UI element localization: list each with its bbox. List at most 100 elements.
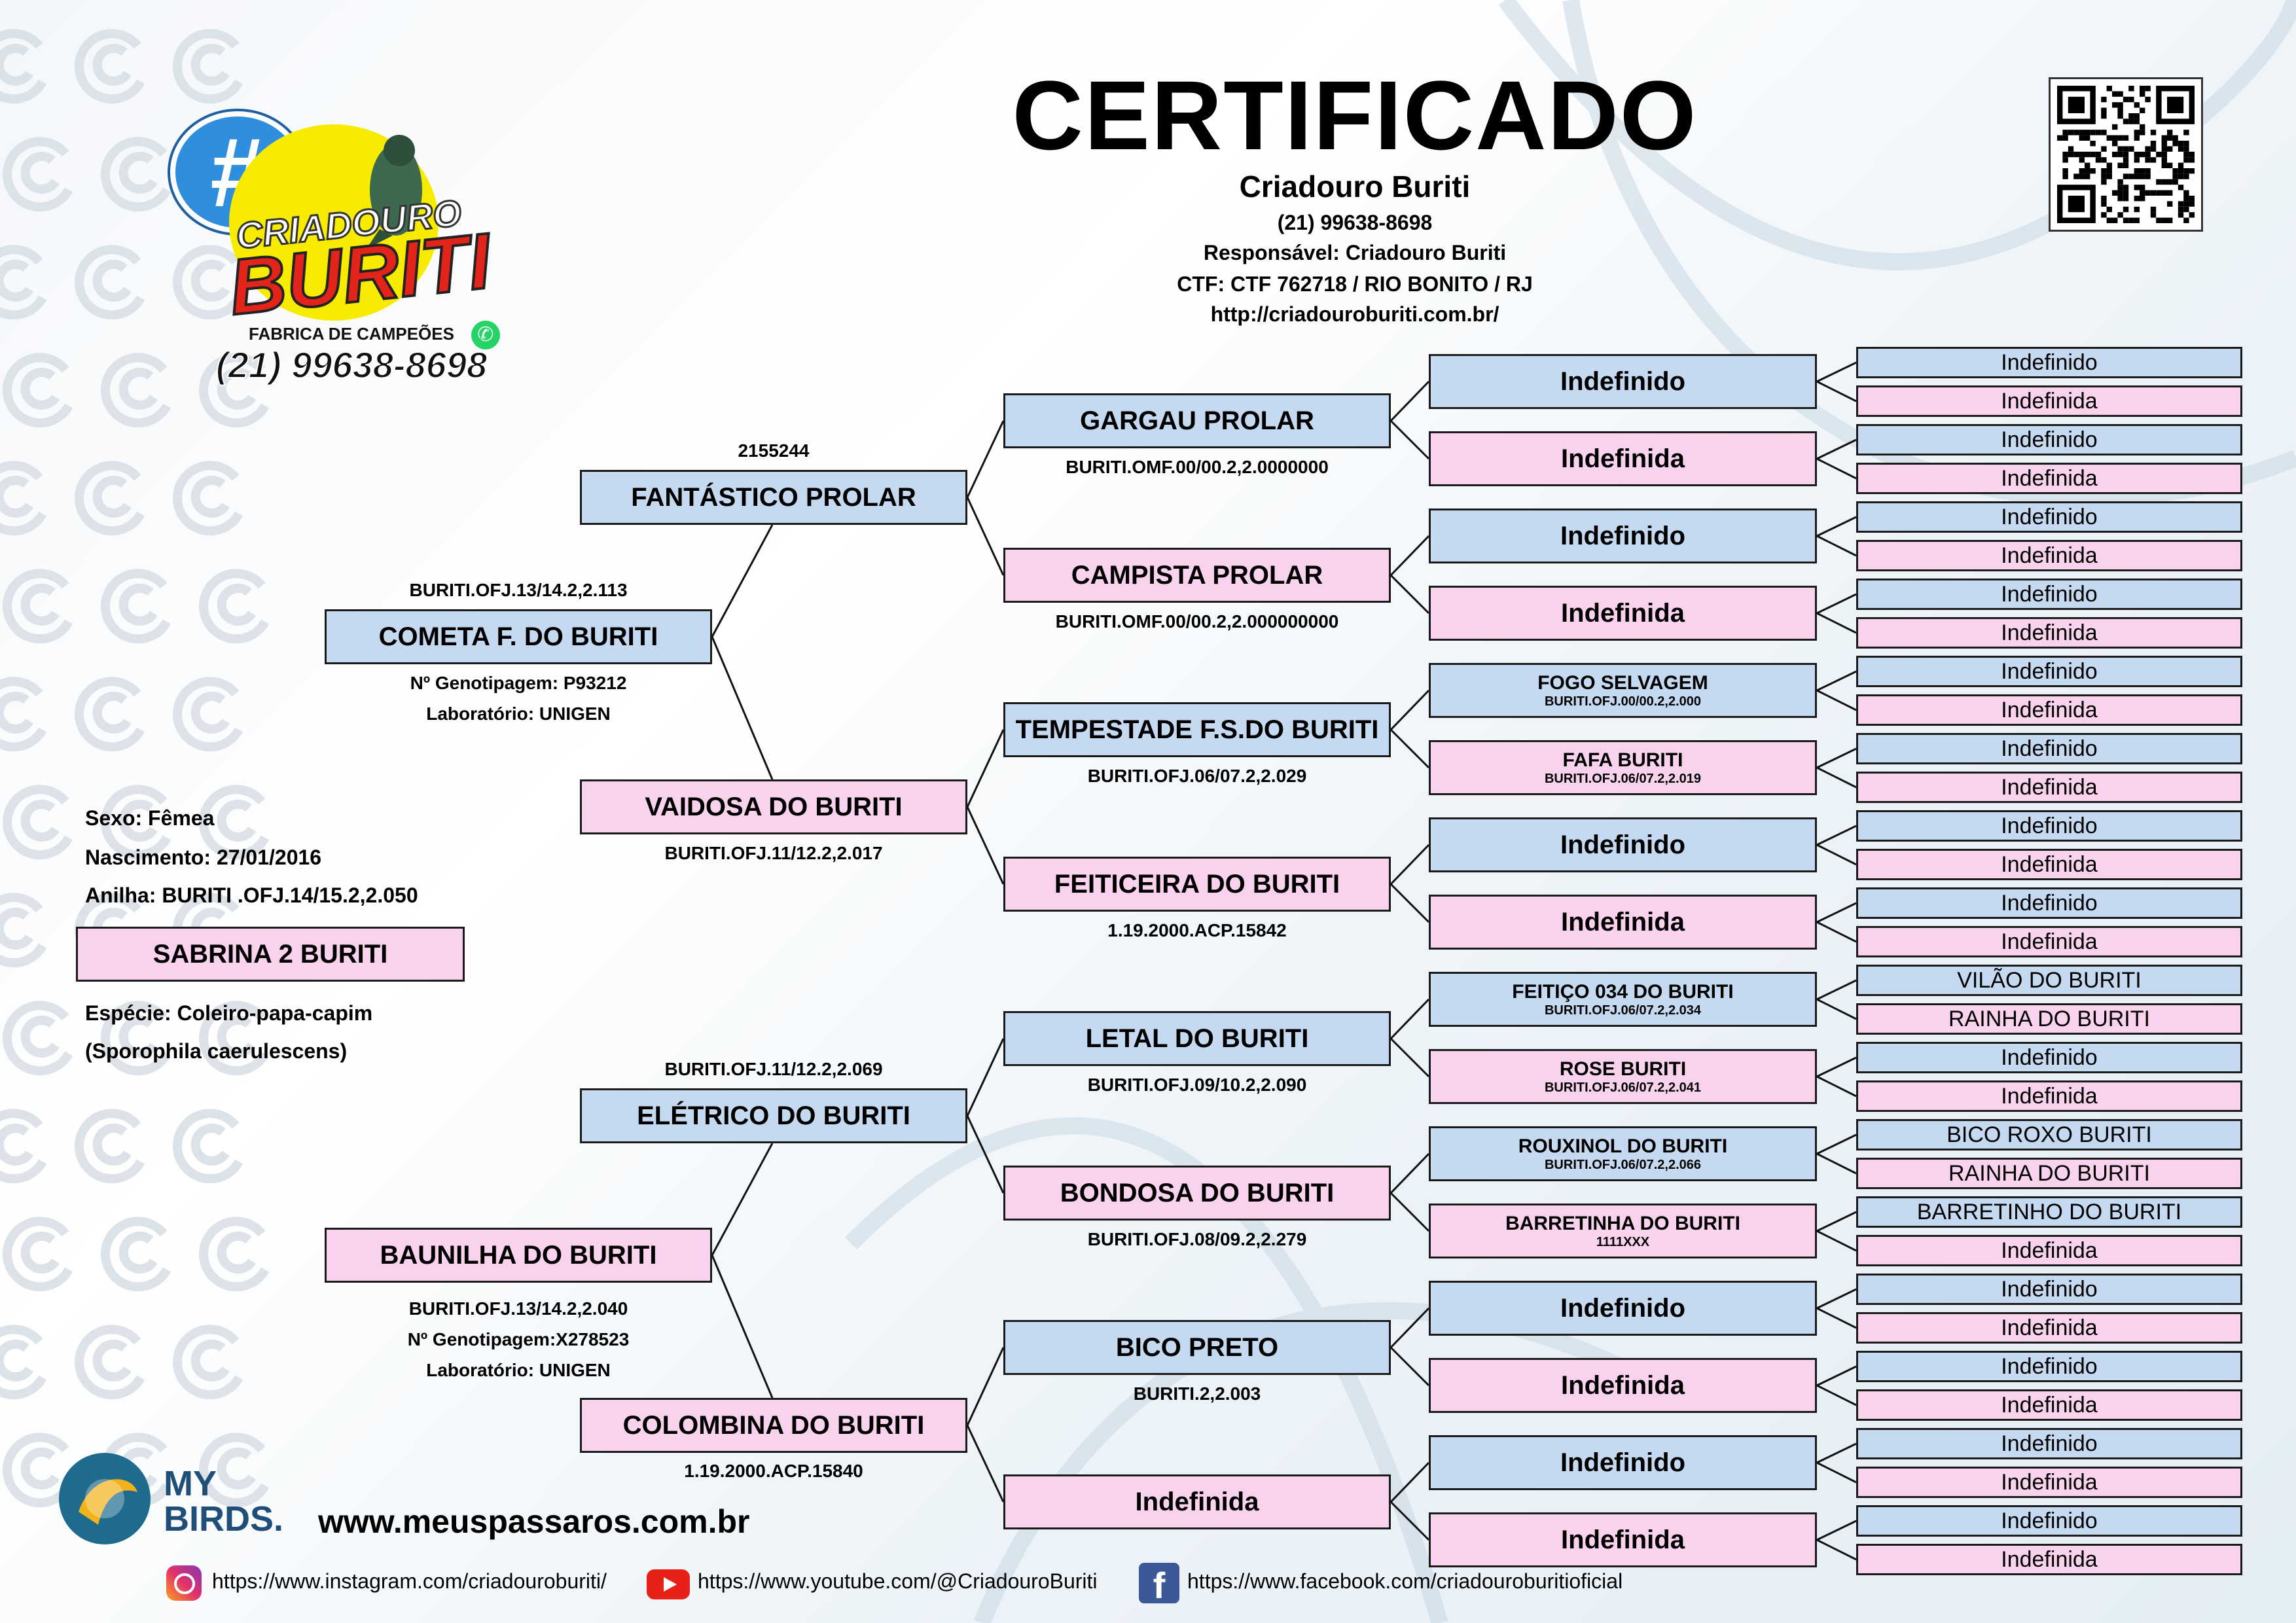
qr-module <box>2183 190 2189 196</box>
connector-line <box>1816 457 1857 480</box>
qr-module <box>2128 217 2134 223</box>
qr-module <box>2117 179 2123 185</box>
gen5-name: VILÃO DO BURITI <box>1957 967 2142 993</box>
qr-module <box>2150 212 2157 218</box>
qr-module <box>2134 185 2140 190</box>
qr-module <box>2101 196 2107 202</box>
qr-module <box>2068 130 2074 135</box>
qr-module <box>2134 151 2140 158</box>
qr-module <box>2123 196 2129 202</box>
connector-line <box>1816 844 1857 866</box>
youtube-link[interactable]: https://www.youtube.com/@CriadouroBuriti <box>698 1569 1098 1593</box>
gen4-name: Indefinida <box>1561 598 1685 628</box>
qr-module <box>2101 130 2107 135</box>
gen5-box-2: Indefinido <box>1856 424 2242 455</box>
qr-module <box>2167 96 2184 113</box>
maternal-grandmother-name: COLOMBINA DO BURITI <box>622 1410 925 1440</box>
connector-line <box>1816 1133 1857 1155</box>
swirl-ornament <box>101 785 171 860</box>
connector-line <box>1390 380 1430 422</box>
gen4-ring: 1111XXX <box>1596 1234 1650 1249</box>
qr-module <box>2167 190 2173 196</box>
connector-line <box>1390 728 1430 769</box>
swirl-ornament <box>199 569 270 644</box>
qr-module <box>2101 201 2107 207</box>
qr-module <box>2068 151 2074 158</box>
qr-module <box>2106 206 2112 213</box>
facebook-icon: f <box>1139 1563 1179 1606</box>
qr-module <box>2178 173 2184 179</box>
qr-module <box>2079 168 2085 174</box>
gen5-name: Indefinido <box>2001 1508 2098 1533</box>
mother-ring: BURITI.OFJ.13/14.2,2.040 <box>408 1298 628 1319</box>
qr-module <box>2140 168 2145 174</box>
qr-module <box>2161 141 2167 147</box>
gen5-name: RAINHA DO BURITI <box>1948 1160 2150 1186</box>
qr-module <box>2150 146 2157 152</box>
gen4-box-12: Indefinido <box>1429 1281 1817 1336</box>
facebook-link[interactable]: https://www.facebook.com/criadouroburiti… <box>1187 1569 1623 1593</box>
qr-module <box>2178 141 2184 147</box>
gen5-box-28: Indefinido <box>1856 1428 2242 1459</box>
qr-module <box>2106 173 2112 179</box>
qr-module <box>2101 157 2107 163</box>
instagram-link[interactable]: https://www.instagram.com/criadouroburit… <box>212 1569 607 1593</box>
connector-line <box>1816 1211 1857 1232</box>
gen4-box-0: Indefinido <box>1429 354 1817 409</box>
footer-site[interactable]: www.meuspassaros.com.br <box>318 1503 750 1540</box>
qr-code <box>2049 77 2203 232</box>
qr-module <box>2145 168 2151 174</box>
qr-module <box>2079 173 2085 179</box>
qr-module <box>2128 96 2134 103</box>
qr-module <box>2140 124 2145 130</box>
qr-module <box>2123 185 2129 190</box>
connector-line <box>966 729 1005 808</box>
breeder-url[interactable]: http://criadouroburiti.com.br/ <box>1210 302 1499 326</box>
qr-module <box>2161 179 2167 185</box>
qr-module <box>2172 173 2178 179</box>
swirl-ornament <box>75 1325 145 1400</box>
gen3-name: BONDOSA DO BURITI <box>1060 1178 1335 1207</box>
qr-module <box>2062 135 2068 141</box>
swirl-ornament <box>173 29 243 104</box>
connector-line <box>1390 1346 1430 1387</box>
connector-line <box>966 1038 1005 1116</box>
connector-line <box>1390 844 1430 885</box>
qr-module <box>2073 173 2079 179</box>
qr-module <box>2079 135 2085 141</box>
gen4-name: Indefinido <box>1560 1293 1686 1323</box>
qr-module <box>2095 151 2102 158</box>
qr-module <box>2183 201 2189 207</box>
qr-module <box>2167 135 2173 141</box>
mother-box: BAUNILHA DO BURITI <box>325 1228 712 1283</box>
qr-module <box>2150 190 2157 196</box>
connector-line <box>1816 689 1857 711</box>
connector-line <box>1816 1365 1857 1387</box>
qr-module <box>2140 185 2145 190</box>
swirl-ornament <box>101 137 171 212</box>
qr-module <box>2161 217 2167 223</box>
gen3-ring: BURITI.OFJ.06/07.2,2.029 <box>1087 766 1307 786</box>
gen5-box-31: Indefinida <box>1856 1544 2242 1575</box>
gen5-box-15: Indefinida <box>1856 926 2242 957</box>
qr-module <box>2117 185 2123 190</box>
qr-module <box>2128 146 2134 152</box>
gen3-ring: BURITI.OMF.00/00.2,2.000000000 <box>1055 611 1339 632</box>
gen5-name: Indefinida <box>2001 1392 2098 1418</box>
connector-line <box>1390 1152 1430 1194</box>
connector-line <box>1816 1075 1857 1097</box>
connector-line <box>1816 361 1857 383</box>
gen4-name: Indefinido <box>1560 366 1686 396</box>
qr-module <box>2106 217 2112 223</box>
gen5-name: Indefinido <box>2001 427 2098 452</box>
gen5-name: BICO ROXO BURITI <box>1946 1122 2152 1147</box>
gen4-name: Indefinido <box>1560 1448 1686 1477</box>
swirl-ornament <box>199 1001 270 1076</box>
qr-module <box>2134 118 2140 124</box>
mother-genotype: Nº Genotipagem:X278523 <box>407 1329 630 1349</box>
swirl-ornament <box>3 1433 73 1508</box>
connector-line <box>1816 593 1857 615</box>
gen5-box-3: Indefinida <box>1856 463 2242 494</box>
